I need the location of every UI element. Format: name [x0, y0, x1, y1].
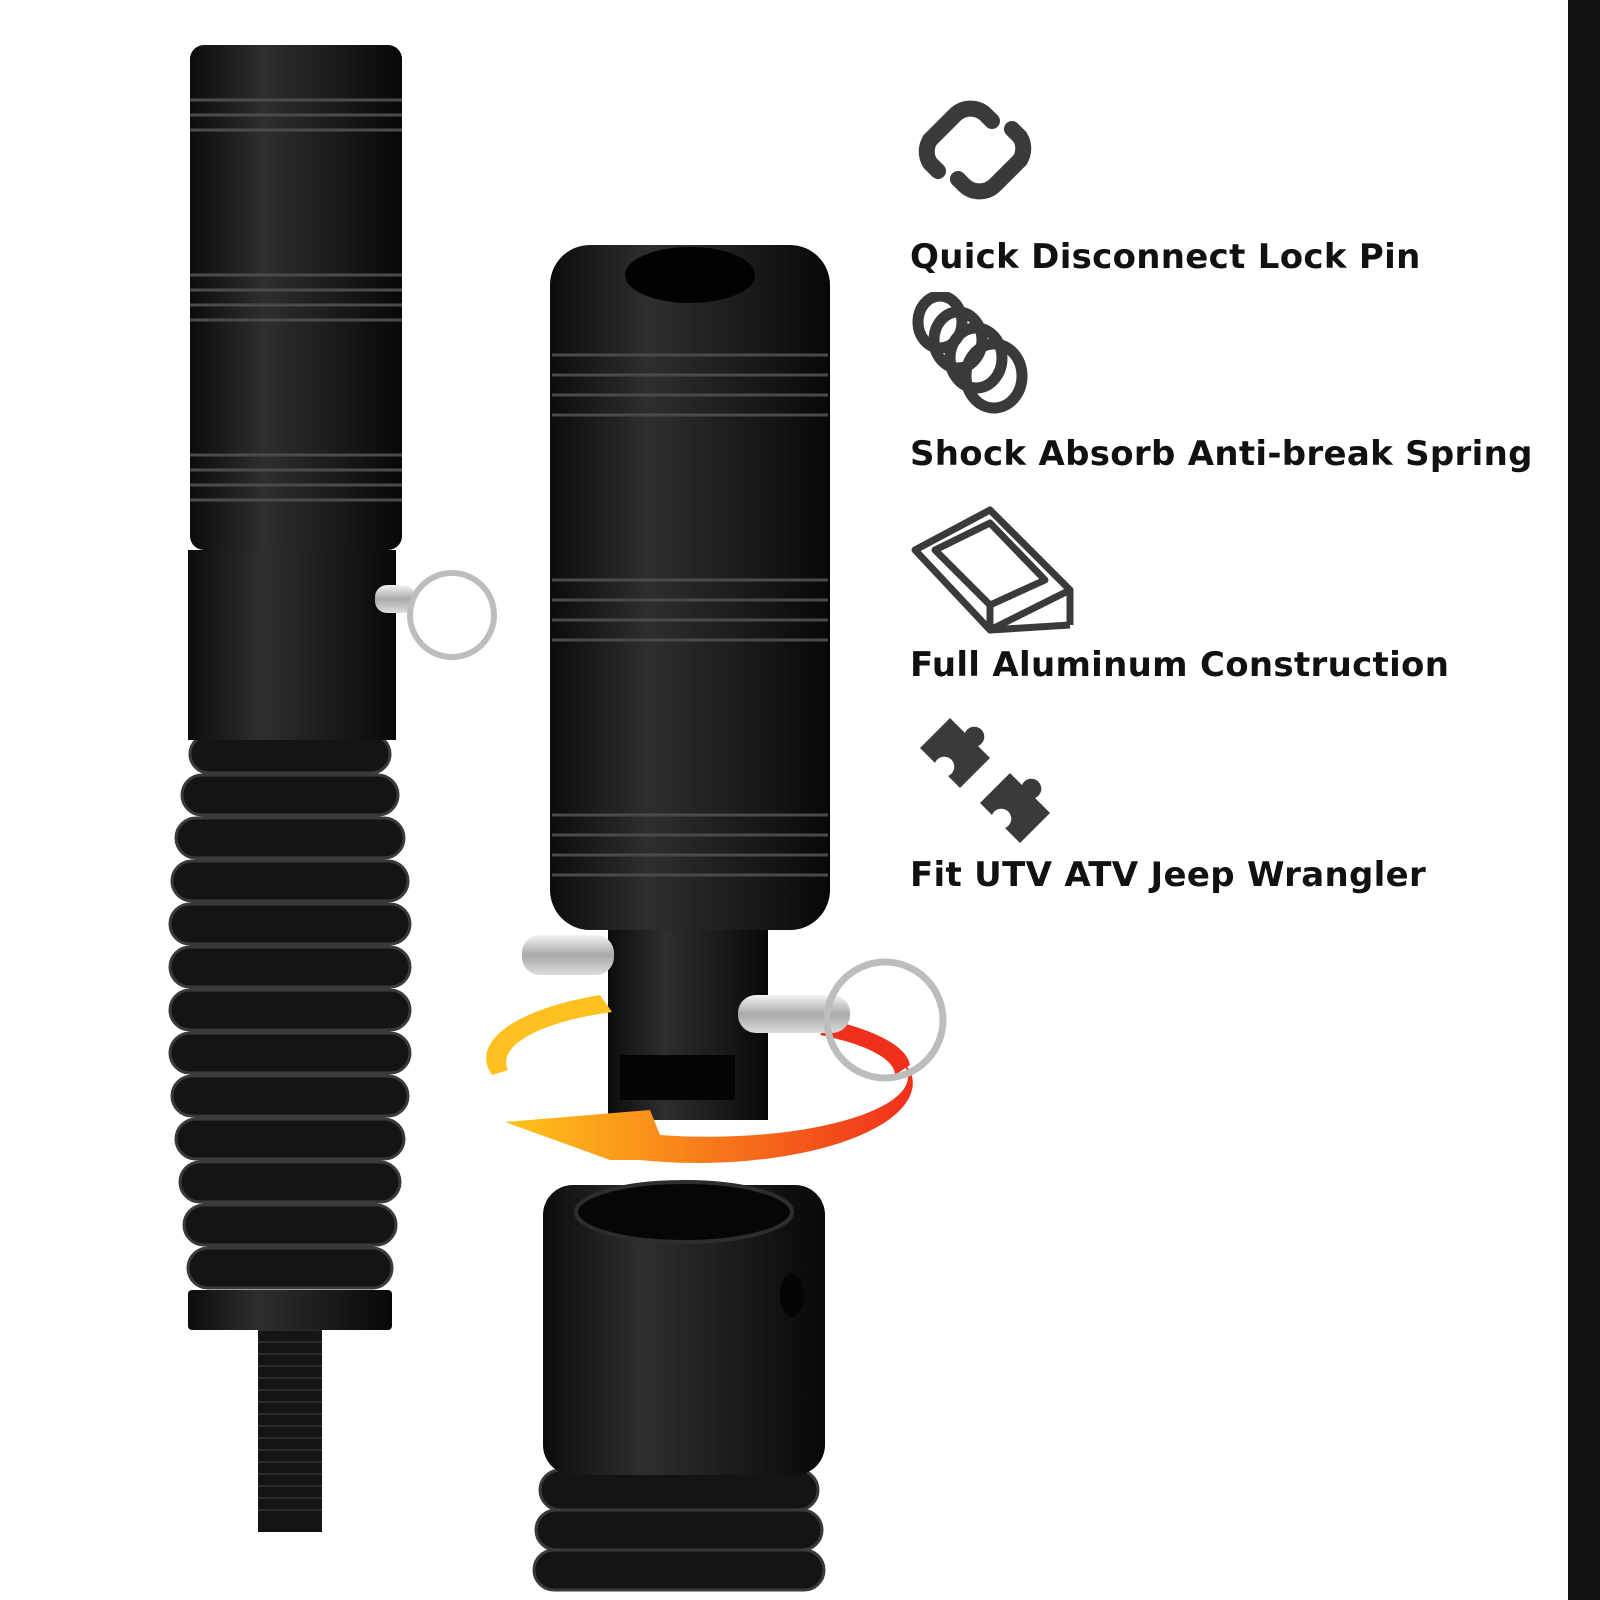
feature-fitment: Fit UTV ATV Jeep Wrangler: [910, 708, 1550, 895]
right-quick-disconnect-top: [486, 245, 947, 1163]
feature-label: Quick Disconnect Lock Pin: [910, 237, 1421, 277]
feature-aluminum: Full Aluminum Construction: [910, 505, 1550, 685]
chain-link-icon: [918, 100, 1032, 200]
aluminum-ingot-icon: [911, 506, 1074, 634]
feature-quick-disconnect: Quick Disconnect Lock Pin: [910, 85, 1550, 277]
feature-spring: Shock Absorb Anti-break Spring: [910, 292, 1550, 474]
right-edge-bar: [1568, 0, 1600, 1600]
right-quick-disconnect-base: [532, 1180, 826, 1592]
puzzle-pieces-icon: [920, 718, 1050, 843]
feature-label: Fit UTV ATV Jeep Wrangler: [910, 855, 1427, 895]
feature-label: Full Aluminum Construction: [910, 645, 1450, 685]
feature-label: Shock Absorb Anti-break Spring: [910, 434, 1533, 474]
spring-icon: [912, 292, 1028, 414]
left-antenna-mount: [168, 45, 497, 1532]
